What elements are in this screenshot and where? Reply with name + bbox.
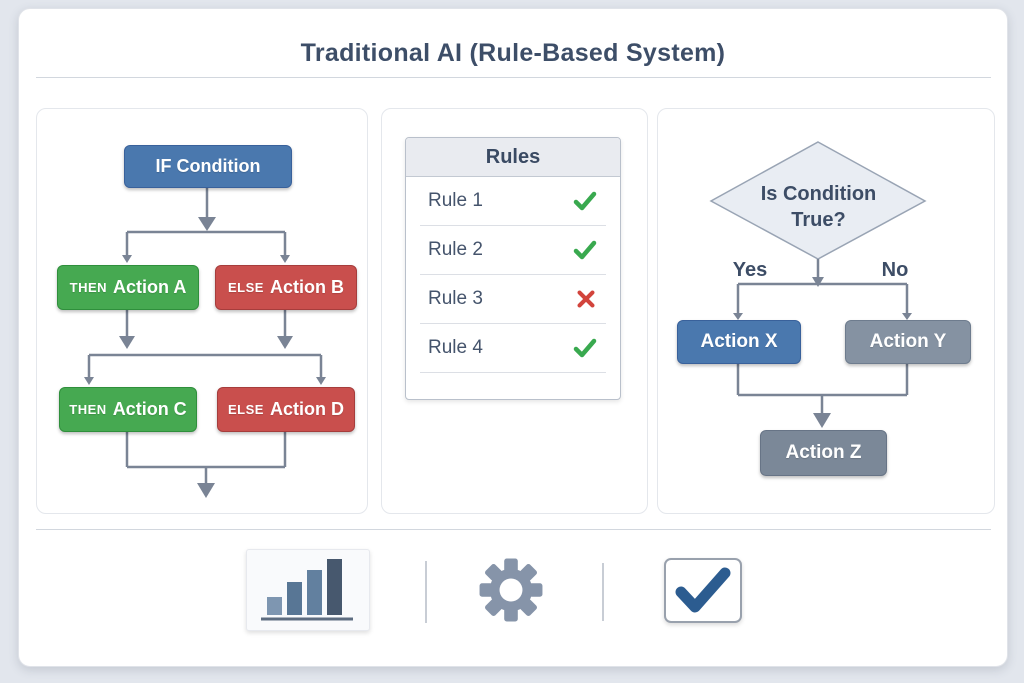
then-prefix: THEN xyxy=(69,402,107,417)
page-title: Traditional AI (Rule-Based System) xyxy=(300,39,726,67)
action-y-label: Action Y xyxy=(869,331,947,352)
table-row: Rule 2 xyxy=(420,226,606,275)
if-condition-box: IF Condition xyxy=(124,145,292,188)
diamond-question-line2: True? xyxy=(791,209,846,231)
action-y-box: Action Y xyxy=(845,320,971,364)
else-prefix: ELSE xyxy=(228,280,264,295)
gear-icon xyxy=(479,558,543,622)
checkmark-icon xyxy=(675,567,731,612)
table-row: Rule 3 xyxy=(420,275,606,324)
action-x-box: Action X xyxy=(677,320,801,364)
bar-chart-button[interactable] xyxy=(246,549,370,631)
action-x-label: Action X xyxy=(700,331,778,352)
bar-chart-icon xyxy=(261,559,353,621)
then-action-c-box: THEN Action C xyxy=(59,387,197,432)
action-b-label: Action B xyxy=(269,277,344,297)
rules-table-header: Rules xyxy=(406,138,620,177)
then-action-a-box: THEN Action A xyxy=(57,265,199,310)
no-branch-label: No xyxy=(881,259,909,281)
cross-icon xyxy=(577,290,595,308)
flowchart-connectors xyxy=(84,186,326,498)
main-card: Traditional AI (Rule-Based System) xyxy=(18,8,1008,667)
footer-divider xyxy=(36,529,991,530)
decision-connectors xyxy=(709,141,927,428)
if-condition-label: IF Condition xyxy=(155,156,261,176)
settings-button[interactable] xyxy=(473,556,549,624)
else-action-d-box: ELSE Action D xyxy=(217,387,355,432)
yes-branch-label: Yes xyxy=(732,259,768,281)
action-a-label: Action A xyxy=(113,277,187,297)
rule-label: Rule 2 xyxy=(428,239,483,260)
diamond-question: Is Condition True? xyxy=(738,181,899,233)
footer-divider-1 xyxy=(425,561,427,623)
action-z-box: Action Z xyxy=(760,430,887,476)
else-prefix: ELSE xyxy=(228,402,264,417)
table-row: Rule 1 xyxy=(420,177,606,226)
check-icon xyxy=(573,240,597,260)
check-icon xyxy=(573,338,597,358)
rules-panel: Rules Rule 1 Rule 2 Rule 3 Rule 4 xyxy=(381,108,648,514)
diamond-question-line1: Is Condition xyxy=(760,183,877,205)
title-divider xyxy=(36,77,991,78)
else-action-b-box: ELSE Action B xyxy=(215,265,357,310)
action-z-label: Action Z xyxy=(785,442,862,463)
rule-label: Rule 3 xyxy=(428,288,483,309)
rules-table: Rules Rule 1 Rule 2 Rule 3 Rule 4 xyxy=(405,137,621,400)
if-then-flowchart-panel: IF Condition THEN Action A ELSE Action B… xyxy=(36,108,368,514)
decision-flowchart-panel: Is Condition True? Yes No Action X Actio… xyxy=(657,108,995,514)
then-prefix: THEN xyxy=(69,280,108,295)
table-row: Rule 4 xyxy=(420,324,606,373)
confirm-button[interactable] xyxy=(664,558,742,623)
footer-divider-2 xyxy=(602,563,604,621)
table-bottom-spacer xyxy=(406,373,620,399)
action-d-label: Action D xyxy=(269,399,344,419)
rule-label: Rule 1 xyxy=(428,190,483,211)
action-c-label: Action C xyxy=(112,399,187,419)
check-icon xyxy=(573,191,597,211)
rule-label: Rule 4 xyxy=(428,337,483,358)
